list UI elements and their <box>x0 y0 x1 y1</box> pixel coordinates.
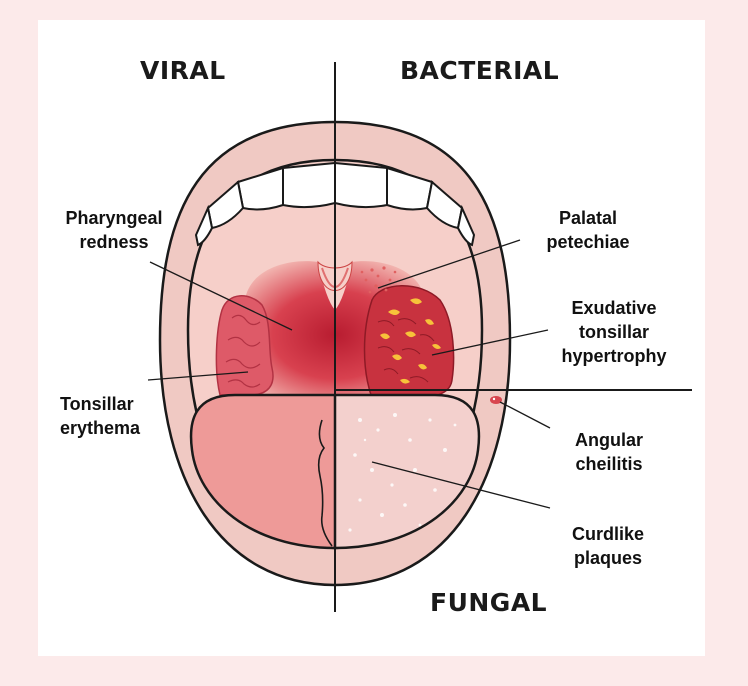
tonsil-crypts <box>377 318 435 383</box>
petechiae-dots <box>360 266 397 294</box>
label-tonsillar-erythema: Tonsillar erythema <box>60 394 141 438</box>
angular-cheilitis-lesion <box>490 396 502 404</box>
tongue-viral <box>189 393 335 550</box>
leader-lines <box>147 239 551 509</box>
tongue-fissure <box>317 419 333 547</box>
label-palatal-petechiae: Palatal petechiae <box>546 208 630 252</box>
label-angular-cheilitis: Angular cheilitis <box>574 430 643 474</box>
heading-fungal: FUNGAL <box>430 588 548 617</box>
heading-bacterial: BACTERIAL <box>400 56 560 85</box>
tonsil-viral <box>215 295 274 396</box>
tonsil-bacterial <box>363 285 455 399</box>
exudate-spots <box>380 298 441 384</box>
label-curdlike-plaques: Curdlike plaques <box>571 524 645 568</box>
heading-viral: VIRAL <box>140 56 226 85</box>
curdlike-plaque-texture <box>348 413 457 532</box>
label-exudative-tonsillar-hypertrophy: Exudative tonsillar hypertrophy <box>561 298 667 366</box>
label-pharyngeal-redness: Pharyngeal redness <box>65 208 163 252</box>
